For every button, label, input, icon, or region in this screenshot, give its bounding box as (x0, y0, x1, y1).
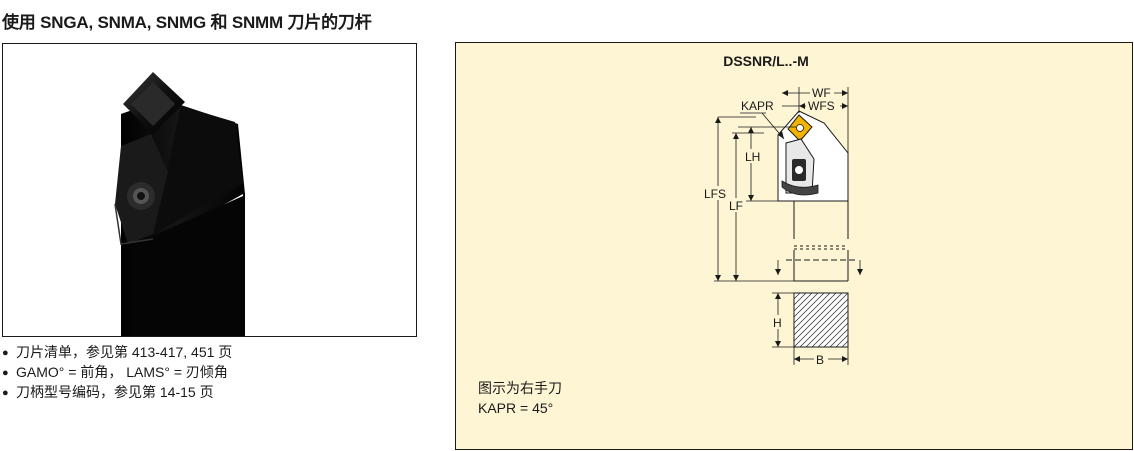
list-item: ● 刀柄型号编码，参见第 14-15 页 (2, 383, 232, 403)
bullet-icon: ● (2, 367, 9, 379)
caption-kapr: KAPR = 45° (478, 400, 554, 416)
dim-wfs-label: WFS (808, 99, 835, 113)
shank-cross-section (793, 292, 849, 348)
dim-h-label: H (773, 316, 782, 330)
drawing-caption: 图示为右手刀 KAPR = 45° (478, 378, 562, 418)
note-insert-list: 刀片清单，参见第 413-417, 451 页 (16, 344, 233, 360)
product-photo (2, 43, 417, 337)
bullet-icon: ● (2, 387, 9, 399)
list-item: ● GAMO° = 前角， LAMS° = 刃倾角 (2, 363, 232, 383)
page-title: 使用 SNGA, SNMA, SNMG 和 SNMM 刀片的刀杆 (2, 13, 372, 32)
notes-list: ● 刀片清单，参见第 413-417, 451 页 ● GAMO° = 前角， LA… (2, 343, 232, 403)
dim-b-label: B (816, 353, 824, 367)
technical-drawing-panel: DSSNR/L..-M (455, 42, 1133, 450)
caption-hand: 图示为右手刀 (478, 380, 562, 396)
dim-wf-label: WF (812, 86, 831, 100)
list-item: ● 刀片清单，参见第 413-417, 451 页 (2, 343, 232, 363)
dim-lf-label: LF (729, 199, 743, 213)
dim-kapr-label: KAPR (741, 99, 774, 113)
toolholder-photo-graphic (114, 72, 245, 336)
dim-lfs-label: LFS (704, 187, 726, 201)
bullet-icon: ● (2, 347, 9, 359)
dim-lh-label: LH (745, 150, 760, 164)
note-angles: GAMO° = 前角， LAMS° = 刃倾角 (16, 364, 228, 380)
note-codes: 刀柄型号编码，参见第 14-15 页 (16, 384, 214, 400)
drawing-title: DSSNR/L..-M (723, 53, 809, 69)
dimension-drawing: WF WFS KAPR LH LFS LF H B (703, 85, 863, 367)
